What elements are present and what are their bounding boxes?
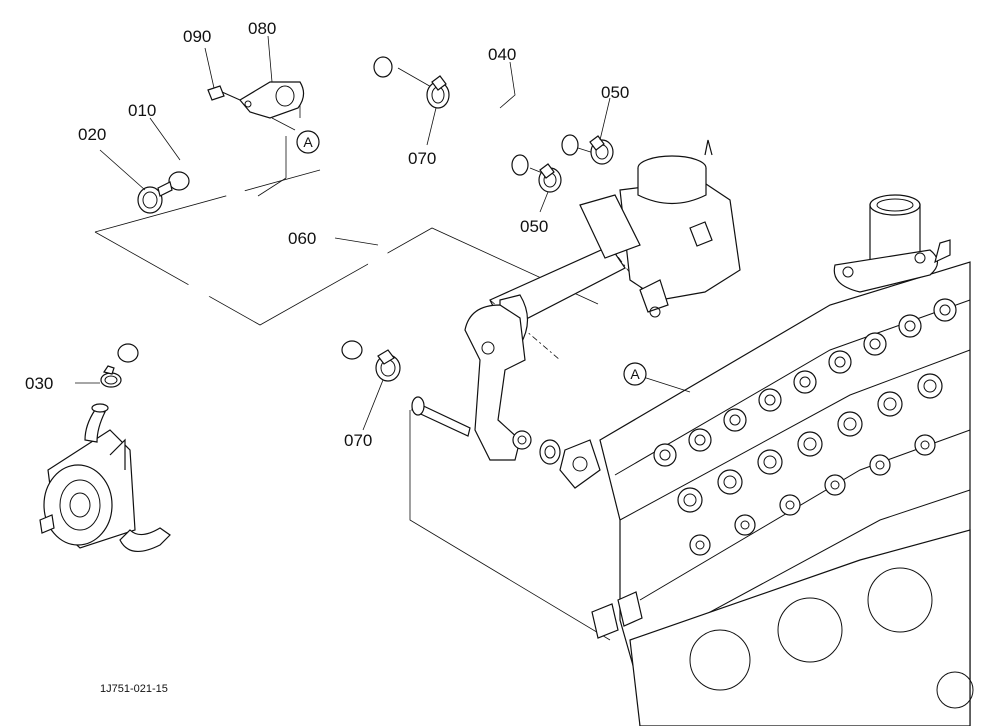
hose-060 xyxy=(328,44,393,360)
callout-070-lower: 070 xyxy=(344,431,372,450)
marker-a-upper: A xyxy=(296,130,320,154)
callout-080: 080 xyxy=(248,19,276,38)
callout-090: 090 xyxy=(183,27,211,46)
assembly-lines xyxy=(94,100,611,641)
water-outlet xyxy=(833,194,951,293)
marker-a-label: A xyxy=(303,134,313,150)
callout-060: 060 xyxy=(288,229,316,248)
oil-cooler xyxy=(39,403,171,552)
clamp-070-upper xyxy=(426,75,450,109)
callout-040: 040 xyxy=(488,45,516,64)
leader-lines xyxy=(75,35,691,431)
callout-010: 010 xyxy=(128,101,156,120)
callout-030: 030 xyxy=(25,374,53,393)
hose-clamps xyxy=(100,75,614,388)
head-gasket xyxy=(629,529,974,726)
marker-a-label: A xyxy=(630,366,640,382)
clamp-050-upper xyxy=(589,135,614,165)
drawing-reference-number: 1J751-021-15 xyxy=(100,683,168,695)
egr-cooler xyxy=(464,139,741,461)
clamp-070-lower xyxy=(375,349,401,382)
bolt-090 xyxy=(207,85,241,101)
clamp-050-lower xyxy=(538,163,562,193)
engine-block xyxy=(591,194,974,726)
cylinder-head-bosses xyxy=(653,298,957,556)
callout-050-lower: 050 xyxy=(520,217,548,236)
callout-020: 020 xyxy=(78,125,106,144)
clamp-020 xyxy=(137,181,173,214)
callout-labels: 020 010 030 040 050 050 060 070 070 080 … xyxy=(25,19,629,695)
bolt-and-gasket xyxy=(411,396,601,489)
clamp-030 xyxy=(100,365,122,388)
marker-a-lower: A xyxy=(623,362,647,386)
clip-080 xyxy=(239,81,305,119)
callout-070-upper: 070 xyxy=(408,149,436,168)
hose-010 xyxy=(117,152,261,363)
dowel-pins xyxy=(591,591,643,639)
hose-040 xyxy=(397,67,601,181)
callout-050-upper: 050 xyxy=(601,83,629,102)
